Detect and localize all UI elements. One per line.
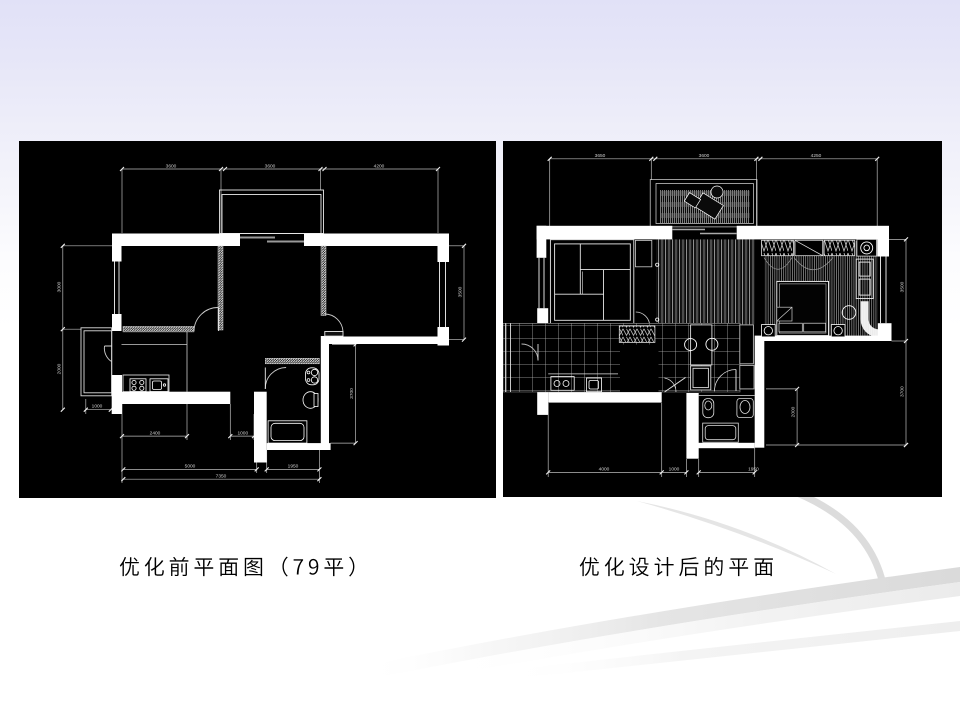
svg-text:3600: 3600 — [699, 153, 710, 159]
svg-text:3600: 3600 — [265, 164, 276, 170]
svg-text:3700: 3700 — [349, 388, 355, 399]
svg-text:7350: 7350 — [216, 474, 227, 480]
svg-text:1000: 1000 — [669, 466, 680, 472]
svg-text:3500: 3500 — [458, 286, 464, 297]
svg-text:3000: 3000 — [57, 281, 63, 292]
svg-text:1950: 1950 — [748, 466, 759, 472]
svg-text:1000: 1000 — [92, 404, 103, 410]
svg-text:1950: 1950 — [288, 464, 299, 470]
svg-text:1000: 1000 — [237, 431, 248, 437]
svg-text:4000: 4000 — [599, 466, 610, 472]
svg-text:5000: 5000 — [185, 464, 196, 470]
svg-text:2000: 2000 — [791, 406, 797, 417]
svg-text:4250: 4250 — [811, 153, 822, 159]
svg-text:3600: 3600 — [166, 164, 177, 170]
svg-text:3650: 3650 — [595, 153, 606, 159]
svg-text:2000: 2000 — [57, 363, 63, 374]
svg-text:3500: 3500 — [900, 281, 906, 292]
svg-text:3700: 3700 — [900, 386, 906, 397]
svg-text:2400: 2400 — [150, 431, 161, 437]
svg-text:4200: 4200 — [374, 164, 385, 170]
